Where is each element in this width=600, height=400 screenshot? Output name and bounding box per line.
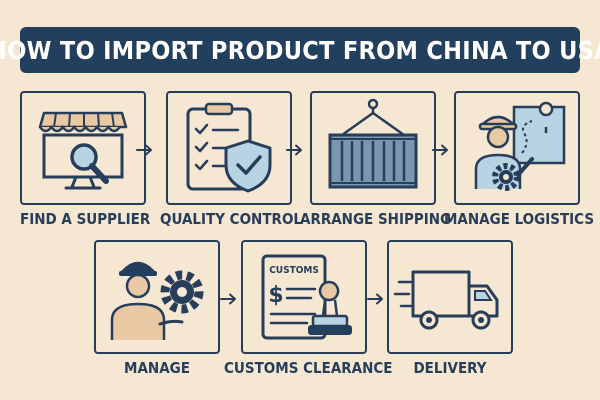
- worker-map-icon: [474, 101, 566, 191]
- customs-document-stamp-icon: CUSTOMS $: [261, 254, 352, 340]
- step-label-find-supplier: FIND A SUPPLIER: [20, 210, 151, 228]
- arrow-right-icon: [136, 144, 152, 156]
- checklist-shield-icon: [186, 102, 272, 193]
- shipping-container-icon: [328, 98, 418, 189]
- step-card-find-supplier: [20, 91, 146, 205]
- step-label-quality-control: QUALITY CONTROL: [159, 210, 303, 228]
- step-card-customs-clearance: CUSTOMS $: [241, 240, 367, 354]
- dollar-sign-icon: $: [268, 283, 283, 308]
- customs-doc-text: CUSTOMS: [269, 265, 319, 276]
- step-label-arrange-shipping: ARRANGE SHIPPING: [300, 210, 452, 228]
- arrow-right-icon: [432, 144, 448, 156]
- step-card-arrange-shipping: [310, 91, 436, 205]
- arrow-right-icon: [367, 293, 383, 305]
- storefront-magnifier-icon: [38, 111, 128, 190]
- step-label-customs-clearance: CUSTOMS CLEARANCE: [224, 359, 393, 377]
- step-card-manage-logistics: [454, 91, 580, 205]
- page-title: HOW TO IMPORT PRODUCT FROM CHINA TO USA: [0, 27, 600, 73]
- step-label-delivery: DELIVERY: [413, 359, 487, 377]
- step-card-delivery: [387, 240, 513, 354]
- step-label-manage: MANAGE: [124, 359, 190, 377]
- worker-gear-icon: [110, 261, 204, 340]
- step-card-manage: [94, 240, 220, 354]
- step-label-manage-logistics: MANAGE LOGISTICS: [444, 210, 595, 228]
- arrow-right-icon: [286, 144, 302, 156]
- delivery-truck-icon: [393, 270, 499, 330]
- step-card-quality-control: [166, 91, 292, 205]
- arrow-right-icon: [220, 293, 236, 305]
